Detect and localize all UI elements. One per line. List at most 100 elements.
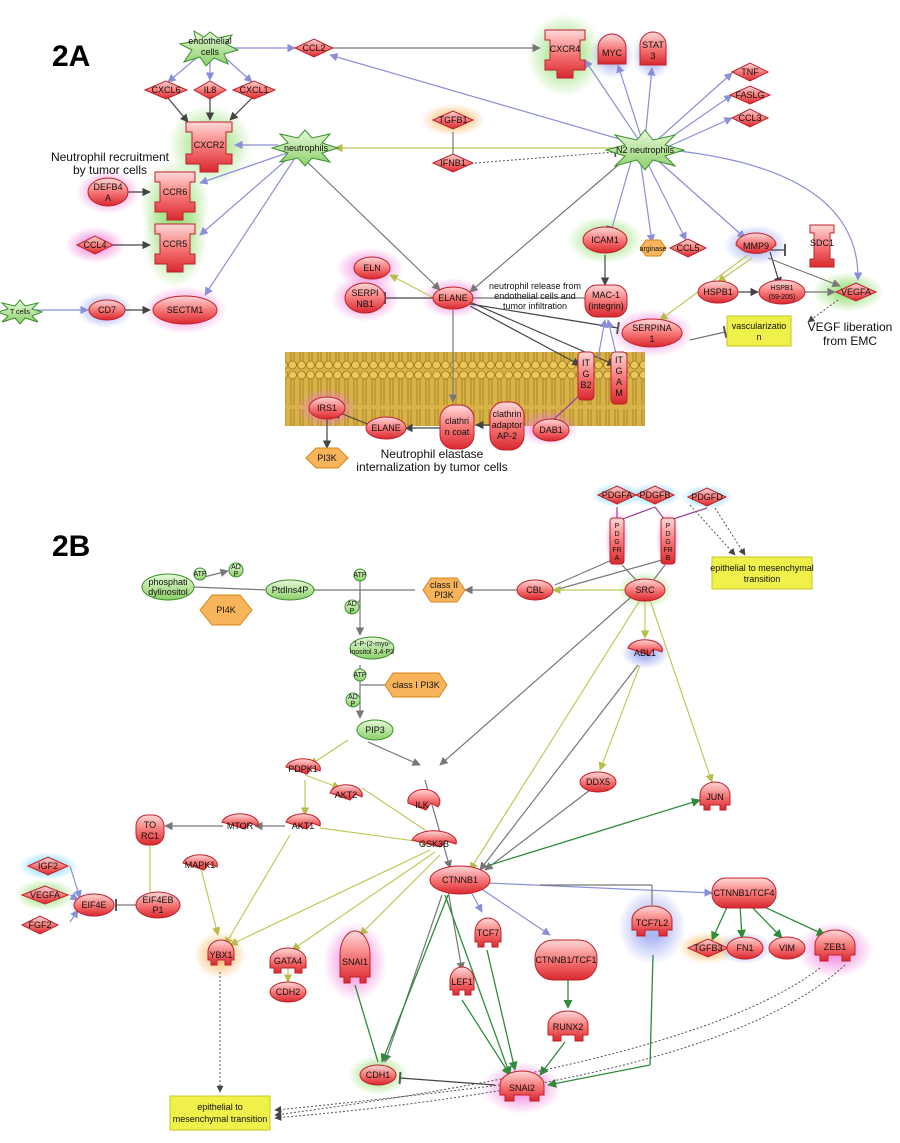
node-t-cells[interactable]: T cells [0, 299, 44, 325]
node-cdh2[interactable]: CDH2 [269, 981, 307, 1003]
node-zeb1[interactable]: ZEB1 [814, 929, 856, 962]
node-runx2[interactable]: RUNX2 [547, 1010, 589, 1042]
node-endothelial-cells[interactable]: endothelial cells [178, 29, 240, 67]
node-cd7[interactable]: CD7 [88, 299, 126, 321]
node-igf2[interactable]: IGF2 [26, 856, 70, 876]
node-akt2[interactable]: AKT2 [329, 784, 363, 801]
node-pdgfb[interactable]: PDGFB [634, 485, 676, 505]
node-eln[interactable]: ELN [353, 256, 391, 280]
node-itgam[interactable]: IT G A M [610, 351, 628, 405]
node-fn1[interactable]: FN1 [726, 936, 764, 960]
node-faslg[interactable]: FASLG [728, 85, 772, 105]
node-pdgfd[interactable]: PDGFD [686, 487, 728, 507]
node-itgb2[interactable]: IT G B2 [577, 351, 595, 401]
node-arginase[interactable]: arginase [639, 239, 667, 257]
node-ctnnb1-tcf4[interactable]: CTNNB1/TCF4 [711, 877, 777, 909]
node-cxcl6[interactable]: CXCL6 [143, 80, 189, 100]
node-vegfa-b[interactable]: VEGFA [20, 885, 70, 905]
node-mmp9[interactable]: MMP9 [735, 232, 777, 254]
node-myc[interactable]: MYC [597, 33, 627, 65]
node-elane-internalized[interactable]: ELANE [365, 416, 407, 440]
node-cxcr2[interactable]: CXCR2 [185, 121, 233, 173]
node-ccl5[interactable]: CCL5 [668, 238, 708, 258]
node-torc1[interactable]: TO RC1 [135, 814, 165, 846]
node-lef1[interactable]: LEF1 [449, 966, 475, 996]
node-vegfa[interactable]: VEGFA [834, 282, 878, 302]
node-ccr5[interactable]: CCR5 [154, 223, 196, 273]
node-ccr6[interactable]: CCR6 [154, 171, 196, 221]
node-pdgfra[interactable]: P D G FR A [609, 517, 625, 565]
node-mapk1[interactable]: MAPK1 [182, 854, 218, 871]
svg-text:ILK: ILK [415, 800, 429, 810]
node-ctnnb1-tcf1[interactable]: CTNNB1/TCF1 [534, 939, 598, 981]
node-tgfb1[interactable]: TGFB1 [431, 110, 475, 130]
node-inositol-trisphosphate[interactable]: 1-P-(2-myo- inositol 3,4-P3 [349, 636, 395, 660]
node-ccl2[interactable]: CCL2 [293, 38, 335, 58]
node-adp-1[interactable]: AD P [228, 562, 244, 578]
node-n2-neutrophils[interactable]: N2 neutrophils [604, 129, 686, 171]
node-phosphatidylinositol[interactable]: phosphati dylinositol [141, 573, 195, 601]
node-icam1[interactable]: ICAM1 [582, 226, 628, 254]
node-mtor[interactable]: MTOR [221, 813, 259, 831]
node-elane[interactable]: ELANE [432, 286, 474, 310]
node-pi3k[interactable]: PI3K [305, 447, 349, 469]
node-jun[interactable]: JUN [699, 781, 731, 811]
node-adp-3[interactable]: AD P [345, 692, 361, 708]
node-gata4[interactable]: GATA4 [269, 947, 307, 974]
node-hspb1-59-205[interactable]: HSPB1 (59-205) [758, 279, 806, 305]
node-src[interactable]: SRC [624, 578, 666, 602]
node-hspb1[interactable]: HSPB1 [697, 280, 739, 304]
node-serpina1[interactable]: SERPINA 1 [621, 318, 683, 348]
node-il8[interactable]: IL8 [192, 80, 228, 100]
node-snai2[interactable]: SNAI2 [499, 1070, 545, 1102]
node-eif4ebp1[interactable]: EIF4EB P1 [135, 891, 181, 919]
node-cbl[interactable]: CBL [516, 579, 554, 601]
node-ifnb1[interactable]: IFNB1 [431, 153, 475, 173]
node-cxcr4[interactable]: CXCR4 [544, 29, 586, 79]
node-clathrin-adaptor-ap2[interactable]: clathrin adaptor AP-2 [489, 401, 525, 451]
node-irs1[interactable]: IRS1 [308, 396, 346, 420]
node-akt1[interactable]: AKT1 [285, 813, 321, 831]
node-abl1[interactable]: ABL1 [627, 639, 663, 658]
node-defb4a[interactable]: DEFB4 A [87, 177, 129, 207]
node-ctnnb1[interactable]: CTNNB1 [429, 865, 491, 895]
node-cdh1[interactable]: CDH1 [359, 1064, 397, 1086]
node-mac1[interactable]: MAC-1 (integrin) [584, 284, 628, 318]
node-atp-2[interactable]: ATP [353, 568, 367, 582]
node-vim[interactable]: VIM [768, 936, 806, 960]
node-ybx1[interactable]: YBX1 [207, 939, 235, 966]
node-tcf7l2[interactable]: TCF7L2 [631, 905, 673, 937]
node-dab1[interactable]: DAB1 [532, 418, 570, 442]
node-ccl3[interactable]: CCL3 [730, 108, 770, 128]
node-ccl4[interactable]: CCL4 [75, 235, 115, 255]
node-gsk3b[interactable]: GSK3B [411, 830, 457, 849]
node-sectm1[interactable]: SECTM1 [152, 295, 218, 325]
node-class-ii-pi3k[interactable]: class II PI3K [422, 577, 466, 603]
node-pdgfrb[interactable]: P D G FR B [660, 517, 676, 565]
node-eif4e[interactable]: EIF4E [73, 893, 115, 917]
node-vascularization[interactable]: vascularizatio n [726, 315, 792, 347]
node-cxcl1[interactable]: CXCL1 [231, 80, 277, 100]
node-neutrophils[interactable]: neutrophils [270, 129, 340, 167]
node-ptdins4p[interactable]: PtdIns4P [265, 579, 315, 601]
node-emt-top[interactable]: epithelial to mesenchymal transition [710, 556, 814, 590]
node-tcf7[interactable]: TCF7 [474, 917, 502, 948]
node-adp-2[interactable]: AD P [344, 599, 360, 615]
node-serpinb1[interactable]: SERPI NB1 [344, 282, 386, 314]
node-atp-1[interactable]: ATP [193, 567, 207, 581]
node-ilk[interactable]: ILK [407, 788, 441, 811]
node-pi4k[interactable]: PI4K [199, 594, 253, 626]
node-atp-3[interactable]: ATP [353, 668, 367, 682]
node-emt-bottom[interactable]: epithelial to mesenchymal transition [169, 1095, 271, 1131]
node-pip3[interactable]: PIP3 [356, 719, 394, 741]
svg-text:PI3K: PI3K [434, 590, 454, 600]
node-sdc1[interactable]: SDC1 [809, 224, 835, 268]
node-class-i-pi3k[interactable]: class I PI3K [384, 672, 448, 698]
node-clathrin-coat[interactable]: clathri n coat [439, 404, 475, 450]
node-pdpk1[interactable]: PDPK1 [285, 758, 321, 775]
node-tnf[interactable]: TNF [730, 62, 770, 82]
node-ddx5[interactable]: DDX5 [579, 771, 617, 793]
node-stat3[interactable]: STAT 3 [639, 31, 667, 66]
node-snai1[interactable]: SNAI1 [339, 930, 371, 984]
node-fgf2[interactable]: FGF2 [20, 915, 60, 935]
